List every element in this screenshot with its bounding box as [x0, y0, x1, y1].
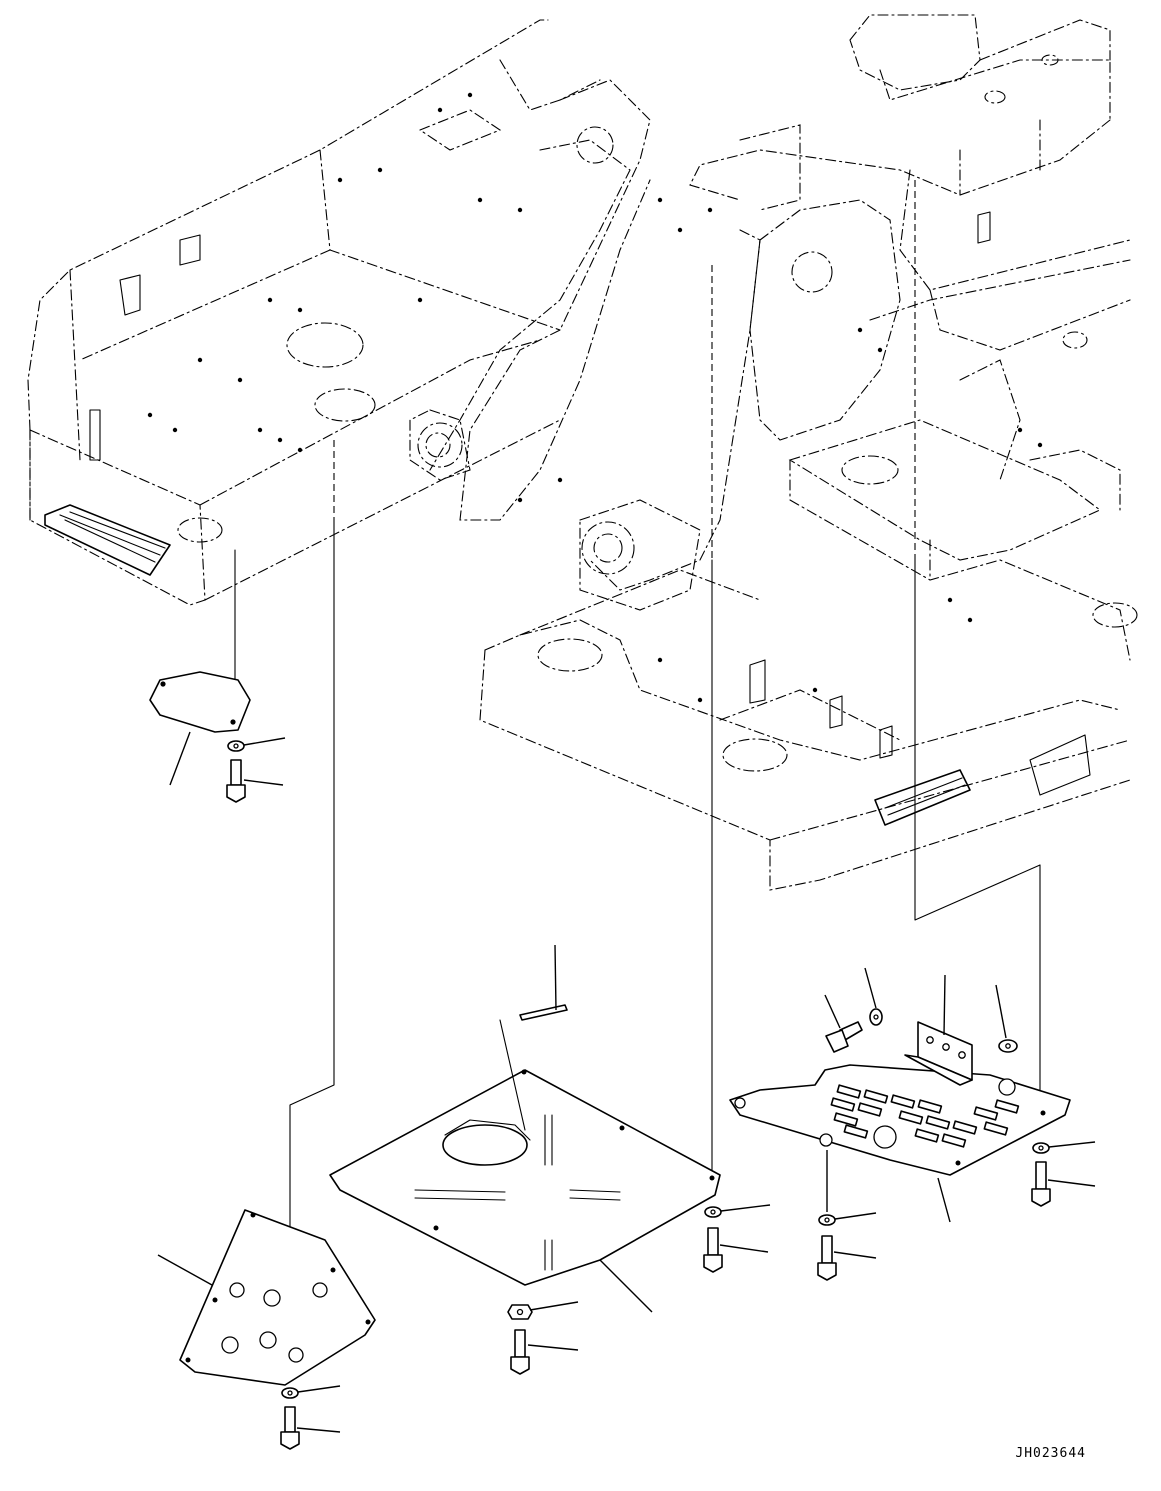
- bolt-washer-set-right-a: [817, 1150, 877, 1281]
- vent-slots: [830, 1084, 1020, 1148]
- bracket: [904, 974, 973, 1086]
- revolving-frame: [27, 14, 1138, 891]
- bolt-washer-set-center: [507, 1301, 579, 1375]
- drawing-code-label: JH023644: [1015, 1446, 1086, 1461]
- bolt-washer-set-center-right: [703, 1204, 771, 1273]
- small-cover: [149, 671, 251, 786]
- bolt-washer-set-1: [226, 737, 286, 803]
- frame-holes: [147, 92, 1043, 703]
- center-undercover: [329, 944, 721, 1313]
- bolt-washer-set-right-b: [1031, 1141, 1096, 1207]
- bolt-bracket: [824, 967, 1018, 1053]
- left-plate: [157, 1209, 376, 1386]
- right-undercover: [729, 1064, 1071, 1223]
- bolt-washer-set-left: [280, 1385, 341, 1450]
